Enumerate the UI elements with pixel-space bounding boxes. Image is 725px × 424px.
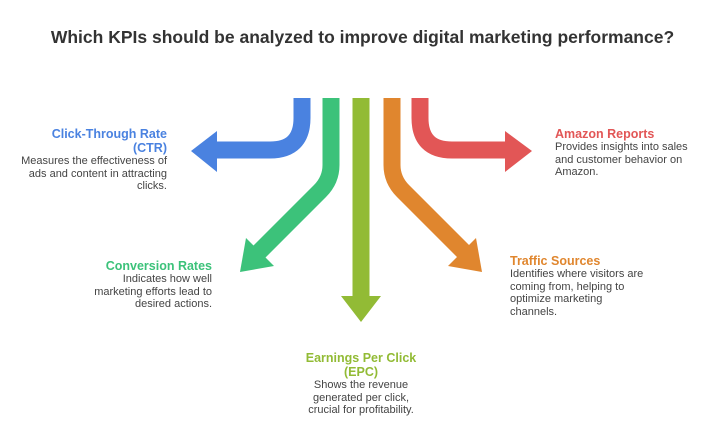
diagram-title: Which KPIs should be analyzed to improve… [50,27,675,47]
traffic-description: Identifies where visitors are coming fro… [510,268,644,318]
epc-arrow [341,98,381,322]
traffic-heading: Traffic Sources [510,254,601,268]
amazon-heading: Amazon Reports [555,127,655,141]
amazon-block: Amazon Reports Provides insights into sa… [555,127,695,179]
ctr-arrow [191,98,311,172]
conversion-heading: Conversion Rates [105,259,212,273]
epc-block: Earnings Per Click (EPC) Shows the reven… [296,351,426,417]
amazon-arrow [411,98,532,172]
ctr-heading: Click-Through Rate (CTR) [51,127,167,155]
conversion-description: Indicates how well marketing efforts lea… [94,273,212,310]
amazon-description: Provides insights into sales and custome… [555,141,688,178]
epc-heading: Earnings Per Click (EPC) [305,351,417,379]
epc-description: Shows the revenue generated per click, c… [308,379,414,416]
ctr-block: Click-Through Rate (CTR) Measures the ef… [17,127,167,193]
conversion-arrow [240,98,340,272]
conversion-block: Conversion Rates Indicates how well mark… [92,259,212,311]
traffic-block: Traffic Sources Identifies where visitor… [510,254,645,318]
ctr-description: Measures the effectiveness of ads and co… [21,155,167,192]
traffic-arrow [383,98,482,272]
